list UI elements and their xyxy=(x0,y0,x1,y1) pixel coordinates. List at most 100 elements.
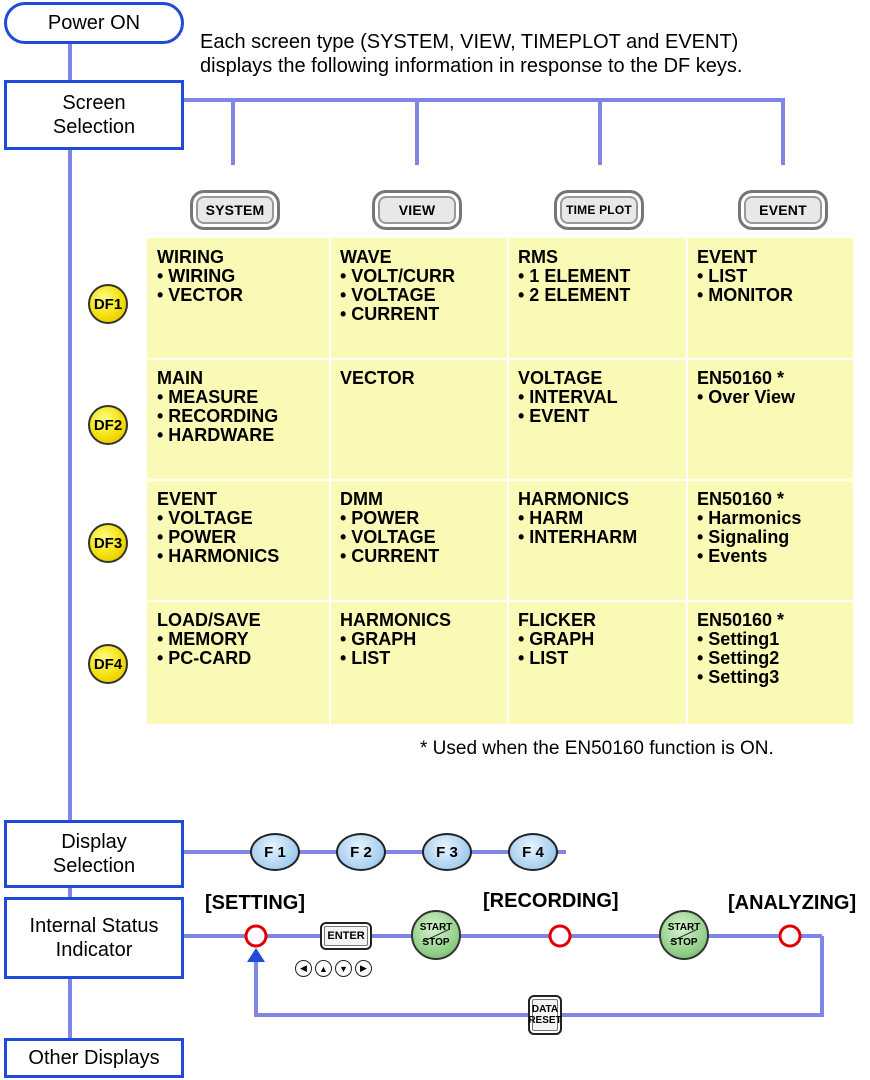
intro-line-1: Each screen type (SYSTEM, VIEW, TIMEPLOT… xyxy=(200,31,739,53)
f3-key-label: F 3 xyxy=(436,843,458,861)
state-circle-setting xyxy=(244,924,268,948)
start-stop-key-1[interactable]: START STOP xyxy=(411,910,461,960)
left-arrow-key[interactable]: ◀ xyxy=(295,960,312,977)
f3-key[interactable]: F 3 xyxy=(422,833,472,871)
state-circle-analyzing xyxy=(778,924,802,948)
list-item: • MEMORY xyxy=(157,629,249,649)
list-item: • Setting1 xyxy=(697,629,780,649)
list-item: • Setting2 xyxy=(697,648,780,668)
display-selection-box: Display Selection xyxy=(4,820,184,888)
list-item: • 1 ELEMENT xyxy=(518,266,631,286)
cell-title: VECTOR xyxy=(340,368,415,388)
cell-title: DMM xyxy=(340,489,383,509)
system-key-label: SYSTEM xyxy=(205,202,265,218)
down-arrow-key[interactable]: ▼ xyxy=(335,960,352,977)
enter-key-label: ENTER xyxy=(327,929,365,942)
f1-key[interactable]: F 1 xyxy=(250,833,300,871)
cell-title: WAVE xyxy=(340,247,392,267)
up-arrow-key[interactable]: ▲ xyxy=(315,960,332,977)
f1-key-label: F 1 xyxy=(264,843,286,861)
list-item: • POWER xyxy=(340,508,420,528)
list-item: • CURRENT xyxy=(340,304,440,324)
screen-selection-box: Screen Selection xyxy=(4,80,184,150)
cell-system-df4: LOAD/SAVE • MEMORY • PC-CARD xyxy=(147,601,330,668)
display-selection-line-1: Display xyxy=(61,831,127,853)
list-item: • MEASURE xyxy=(157,387,259,407)
cell-title: RMS xyxy=(518,247,558,267)
state-analyzing-label: [ANALYZING] xyxy=(728,892,857,914)
list-item: • Signaling xyxy=(697,527,790,547)
right-arrow-key[interactable]: ▶ xyxy=(355,960,372,977)
list-item: • EVENT xyxy=(518,406,590,426)
enter-key[interactable]: ENTER xyxy=(320,922,372,950)
cell-title: EN50160 * xyxy=(697,368,785,388)
cell-title: LOAD/SAVE xyxy=(157,610,261,630)
cell-title: EVENT xyxy=(157,489,218,509)
state-circle-recording xyxy=(548,924,572,948)
list-item: • GRAPH xyxy=(340,629,417,649)
list-item: • GRAPH xyxy=(518,629,595,649)
cell-title: EN50160 * xyxy=(697,610,785,630)
list-item: • LIST xyxy=(518,648,569,668)
view-key[interactable]: VIEW xyxy=(372,190,462,230)
other-displays-label: Other Displays xyxy=(28,1047,160,1069)
data-reset-key[interactable]: DATA RESET xyxy=(528,995,562,1035)
cell-view-df4: HARMONICS • GRAPH • LIST xyxy=(330,601,508,668)
df4-key[interactable]: DF4 xyxy=(88,644,128,684)
list-item: • LIST xyxy=(697,266,748,286)
list-item: • HARM xyxy=(518,508,584,528)
start-stop-key-2[interactable]: START STOP xyxy=(659,910,709,960)
list-item: • Setting3 xyxy=(697,667,780,687)
list-item: • VOLT/CURR xyxy=(340,266,455,286)
cell-timeplot-df1: RMS • 1 ELEMENT • 2 ELEMENT xyxy=(508,238,687,305)
list-item: • 2 ELEMENT xyxy=(518,285,631,305)
cell-title: EVENT xyxy=(697,247,758,267)
cell-timeplot-df2: VOLTAGE • INTERVAL • EVENT xyxy=(508,359,687,426)
return-arrow-head xyxy=(247,948,265,962)
screen-selection-line-2: Selection xyxy=(52,116,136,138)
start-label: START xyxy=(667,921,701,933)
system-key[interactable]: SYSTEM xyxy=(190,190,280,230)
list-item: • HARDWARE xyxy=(157,425,275,445)
cell-system-df1: WIRING • WIRING • VECTOR xyxy=(147,238,330,305)
cell-timeplot-df3: HARMONICS • HARM • INTERHARM xyxy=(508,480,687,547)
other-displays-box: Other Displays xyxy=(4,1038,184,1078)
view-key-label: VIEW xyxy=(398,202,436,218)
cell-system-df3: EVENT • VOLTAGE • POWER • HARMONICS xyxy=(147,480,330,566)
df4-key-label: DF4 xyxy=(93,655,123,673)
list-item: • LIST xyxy=(340,648,391,668)
df1-key-label: DF1 xyxy=(93,295,123,313)
stop-label: STOP xyxy=(670,936,698,948)
time-plot-key[interactable]: TIME PLOT xyxy=(554,190,644,230)
screen-grid: WIRING • WIRING • VECTOR WAVE • VOLT/CUR… xyxy=(147,238,853,724)
df3-key[interactable]: DF3 xyxy=(88,523,128,563)
cell-event-df2: EN50160 * • Over View xyxy=(687,359,853,407)
list-item: • VECTOR xyxy=(157,285,243,305)
df2-key-label: DF2 xyxy=(93,416,123,434)
cell-view-df1: WAVE • VOLT/CURR • VOLTAGE • CURRENT xyxy=(330,238,508,324)
down-arrow-icon: ▼ xyxy=(339,963,348,974)
data-reset-line-2: RESET xyxy=(528,1015,562,1026)
f2-key-label: F 2 xyxy=(350,843,372,861)
display-selection-line-2: Selection xyxy=(52,855,136,877)
list-item: • Harmonics xyxy=(697,508,802,528)
list-item: • WIRING xyxy=(157,266,236,286)
grid-lines xyxy=(147,238,853,724)
f4-key[interactable]: F 4 xyxy=(508,833,558,871)
df2-key[interactable]: DF2 xyxy=(88,405,128,445)
list-item: • VOLTAGE xyxy=(340,285,436,305)
internal-status-line-1: Internal Status xyxy=(29,915,159,937)
power-on-label: Power ON xyxy=(47,11,141,34)
list-item: • PC-CARD xyxy=(157,648,252,668)
cell-timeplot-df4: FLICKER • GRAPH • LIST xyxy=(508,601,687,668)
cell-event-df4: EN50160 * • Setting1 • Setting2 • Settin… xyxy=(687,601,853,687)
f2-key[interactable]: F 2 xyxy=(336,833,386,871)
up-arrow-icon: ▲ xyxy=(319,963,328,974)
df1-key[interactable]: DF1 xyxy=(88,284,128,324)
list-item: • INTERVAL xyxy=(518,387,618,407)
intro-text: Each screen type (SYSTEM, VIEW, TIMEPLOT… xyxy=(200,30,870,78)
cell-event-df3: EN50160 * • Harmonics • Signaling • Even… xyxy=(687,480,853,566)
intro-line-2: displays the following information in re… xyxy=(200,55,743,77)
event-key[interactable]: EVENT xyxy=(738,190,828,230)
data-reset-line-1: DATA xyxy=(531,1004,559,1015)
